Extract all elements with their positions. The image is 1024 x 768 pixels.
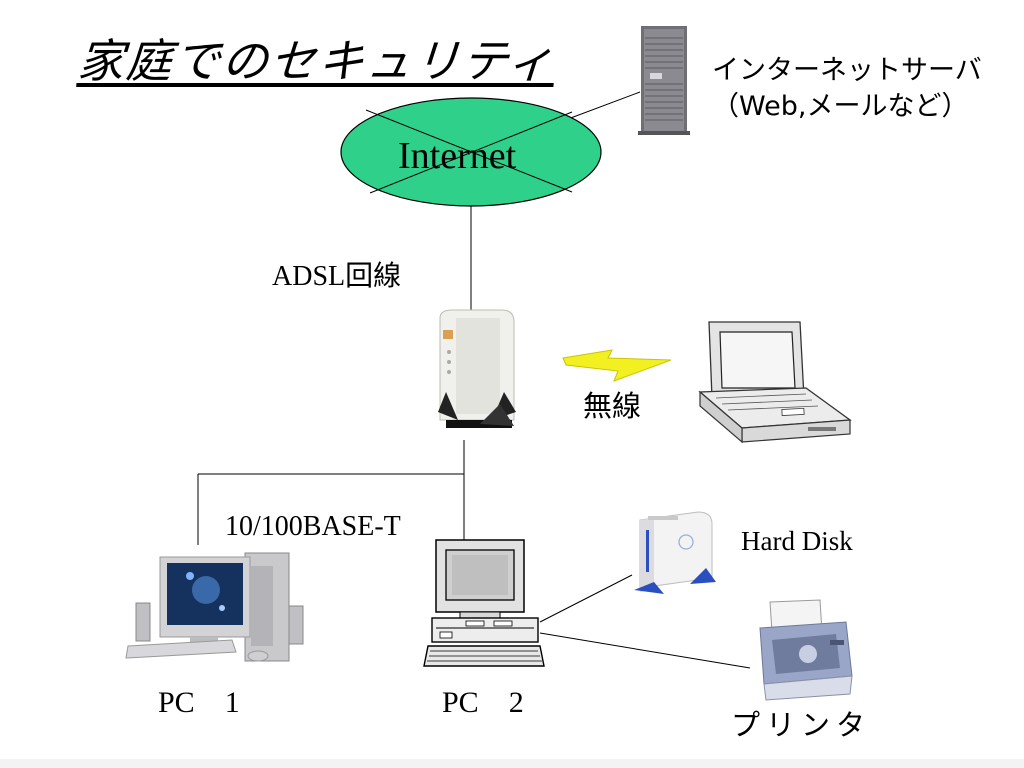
- line-pc2-hdd: [539, 574, 633, 623]
- hard-disk-icon: [634, 511, 716, 594]
- pc1-label: PC 1: [158, 686, 240, 719]
- line-pc2-printer: [539, 632, 751, 669]
- line-server-internet: [559, 91, 641, 123]
- lan-label: 10/100BASE-T: [225, 511, 401, 542]
- connection-lines: [197, 91, 751, 669]
- router-icon: [438, 309, 516, 428]
- footer-band: [0, 759, 1024, 768]
- server-label-line2: （Web,メールなど）: [712, 91, 969, 122]
- pc2-label: PC 2: [442, 686, 524, 719]
- adsl-line-label: ADSL回線: [272, 261, 402, 292]
- pc2-icon: [423, 539, 545, 667]
- pc1-icon: [125, 552, 304, 662]
- server-label-line1: インターネットサーバ: [712, 55, 982, 86]
- server-icon: [638, 26, 690, 135]
- wireless-bolt-icon: [562, 349, 672, 382]
- printer-icon: [759, 599, 853, 701]
- wireless-label: 無線: [583, 389, 642, 423]
- internet-cloud: [340, 97, 602, 207]
- internet-cross-1: [365, 109, 573, 193]
- laptop-icon: [698, 321, 852, 444]
- internet-label: Internet: [398, 135, 517, 177]
- internet-cross-2: [369, 111, 573, 194]
- printer-label: プリンタ: [731, 708, 872, 742]
- page-title: 家庭でのセキュリティ: [76, 34, 558, 88]
- hard-disk-label: Hard Disk: [741, 526, 853, 556]
